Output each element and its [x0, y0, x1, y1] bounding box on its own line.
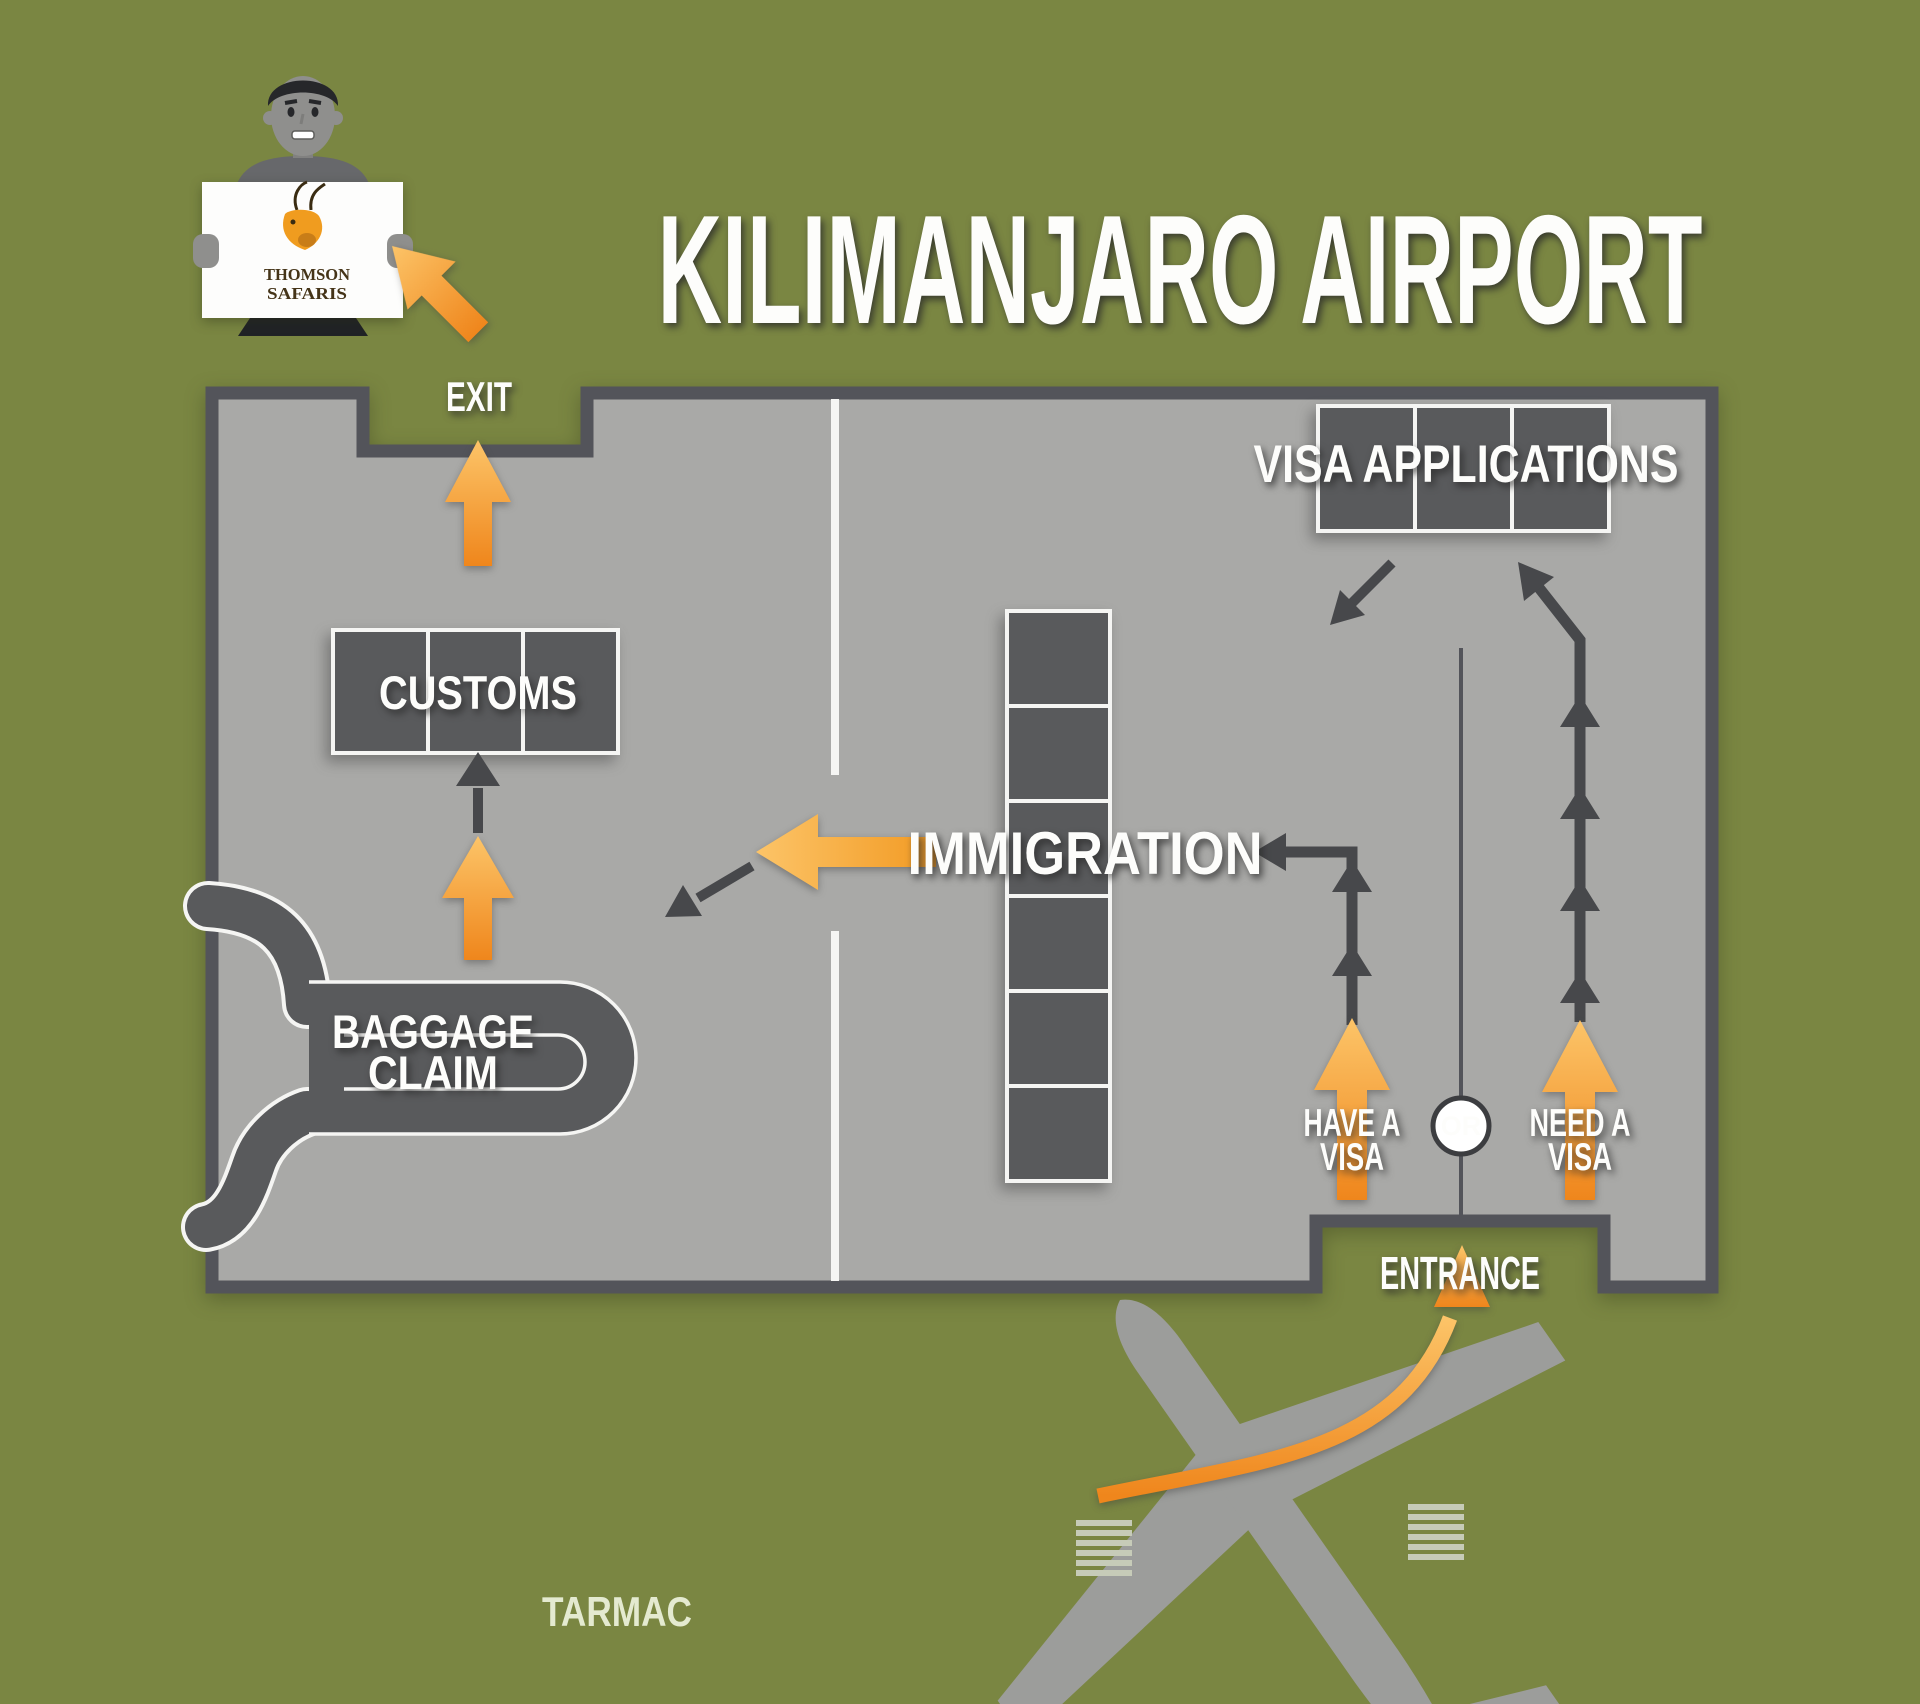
immigration-booths: [1005, 609, 1112, 1183]
thomson-safaris-logo: [283, 180, 326, 250]
welcome-sign: [202, 182, 403, 318]
boarding-stairs-left: [1076, 1520, 1132, 1576]
or-label: OR: [1441, 1111, 1482, 1141]
have-visa-label-line1: HAVE A: [1304, 1102, 1401, 1145]
mouth: [291, 130, 315, 140]
baggage-claim-label-line1: BAGGAGE: [332, 1005, 534, 1058]
flow-arrows-orange: [442, 440, 1618, 1200]
boarding-stairs-right: [1408, 1504, 1464, 1560]
baggage-claim-label-line2: CLAIM: [368, 1046, 498, 1099]
hall-divider-line-top: [831, 399, 839, 775]
exit-label: EXIT: [446, 373, 512, 420]
need-visa-label-line1: NEED A: [1530, 1102, 1631, 1145]
hair: [267, 80, 339, 106]
visa-applications-label: VISA APPLICATIONS: [1254, 435, 1679, 494]
pointer-arrow-to-sign: [392, 246, 489, 343]
entrance-arrow: [1096, 1245, 1490, 1505]
immigration-label: IMMIGRATION: [908, 820, 1263, 887]
need-visa-arrow: [1542, 1020, 1618, 1200]
page-title: KILIMANJARO AIRPORT: [658, 183, 1703, 356]
customs-label: CUSTOMS: [379, 666, 577, 719]
torso-base: [238, 318, 368, 336]
arrow-to-customs: [456, 752, 500, 786]
sign-brand-line1: THOMSON: [264, 265, 351, 284]
hall-divider-line-bottom: [831, 931, 839, 1281]
sign-brand-line2: SAFARIS: [267, 284, 347, 303]
customs-counter: [331, 628, 620, 755]
or-badge: OR: [1430, 1095, 1492, 1157]
have-visa-label-line2: VISA: [1320, 1136, 1384, 1179]
arrow-visa-to-immigration: [1330, 590, 1365, 625]
need-visa-label-line2: VISA: [1548, 1136, 1612, 1179]
flow-arrows-dark: [456, 559, 1600, 1025]
baggage-carousel: [181, 881, 638, 1252]
greeter-figure: THOMSON SAFARIS: [193, 76, 489, 343]
visa-application-counter: [1316, 404, 1611, 533]
entrance-label: ENTRANCE: [1380, 1247, 1540, 1299]
arrow-to-baggage: [665, 885, 702, 917]
baggage-to-customs-arrow: [442, 836, 514, 960]
exit-arrow: [445, 440, 511, 566]
have-visa-arrow: [1314, 1018, 1390, 1200]
left-hand: [193, 234, 219, 268]
immigration-arrow: [756, 814, 936, 890]
tarmac-label: TARMAC: [542, 1588, 692, 1635]
airplane: [997, 1299, 1566, 1704]
